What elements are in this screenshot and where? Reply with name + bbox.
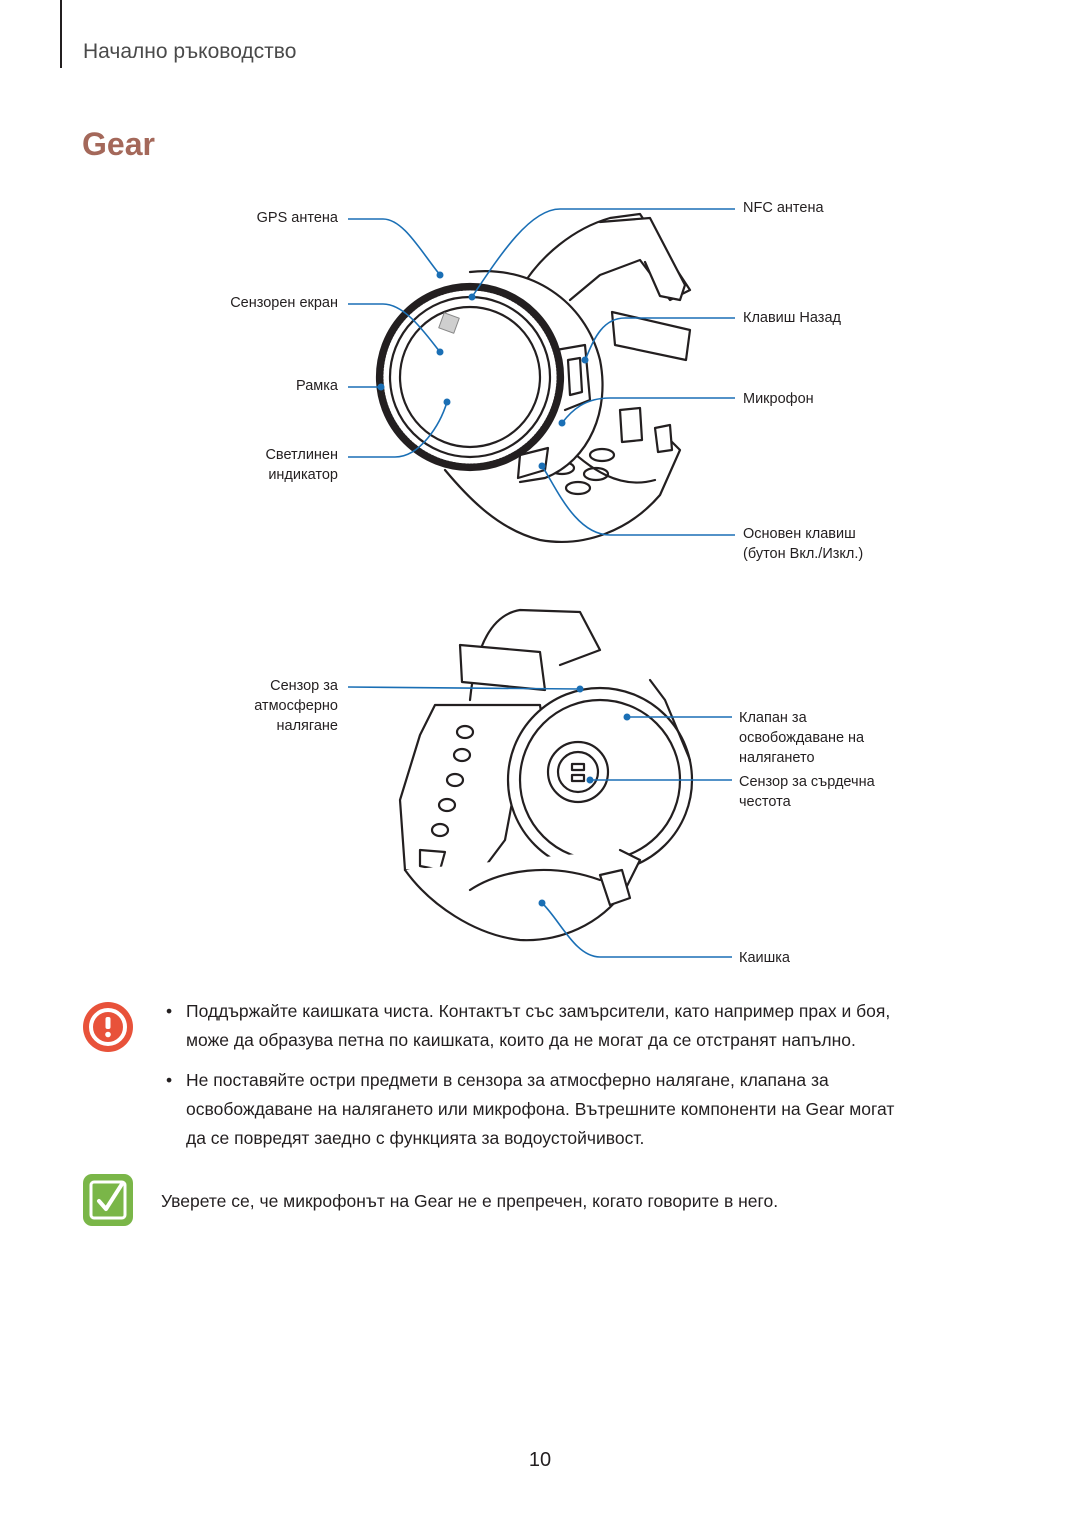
note-text: Уверете се, че микрофонът на Gear не е п… (161, 1191, 779, 1211)
caution-item-1-line2: може да образува петна по каишката, коит… (186, 1030, 856, 1050)
label-back-key: Клавиш Назад (743, 310, 841, 326)
callout-lines (347, 208, 735, 958)
exclamation-icon (82, 1001, 134, 1058)
caution-item-2: • Не поставяйте остри предмети в сензора… (166, 1066, 986, 1153)
label-microphone: Микрофон (743, 391, 814, 407)
page-number: 10 (528, 1449, 552, 1471)
label-light-indicator-line1: Светлинен (265, 447, 338, 463)
label-home-key-line1: Основен клавиш (743, 526, 856, 542)
caution-item-2-line3: да се повредят заедно с функцията за вод… (186, 1128, 645, 1148)
label-pressure-vent-line2: освобождаване на (739, 730, 865, 746)
label-light-indicator: Светлинен индикатор (265, 445, 338, 485)
label-heart-rate-sensor-line1: Сензор за сърдечна (739, 774, 875, 790)
label-touchscreen: Сензорен екран (230, 295, 338, 311)
bullet: • (166, 1001, 173, 1021)
label-pressure-sensor-line1: Сензор за (270, 678, 338, 694)
label-heart-rate-sensor-line2: честота (739, 794, 791, 810)
caution-item-1: • Поддържайте каишката чиста. Контактът … (166, 997, 986, 1055)
watch-back-drawing (398, 608, 694, 942)
caution-item-1-line1: Поддържайте каишката чиста. Контактът съ… (186, 1001, 891, 1021)
label-home-key-line2: (бутон Вкл./Изкл.) (743, 546, 864, 562)
label-nfc-antenna: NFC антена (743, 200, 824, 216)
label-pressure-sensor-line3: налягане (276, 718, 339, 734)
label-bezel: Рамка (296, 378, 338, 394)
watch-illustration (347, 208, 735, 958)
chapter-title: Начално ръководство (83, 40, 297, 63)
pencil-note-icon (82, 1173, 134, 1232)
label-pressure-vent-line3: налягането (739, 750, 815, 766)
label-home-key: Основен клавиш (бутон Вкл./Изкл.) (743, 524, 863, 564)
label-heart-rate-sensor: Сензор за сърдечна честота (739, 772, 875, 812)
label-pressure-sensor: Сензор за атмосферно налягане (254, 676, 338, 736)
caution-item-2-line2: освобождаване на налягането или микрофон… (186, 1099, 895, 1119)
label-strap: Каишка (739, 950, 790, 966)
label-pressure-sensor-line2: атмосферно (254, 698, 338, 714)
callout-dots (377, 271, 631, 907)
label-pressure-vent-line1: Клапан за (739, 710, 807, 726)
caution-item-2-line1: Не поставяйте остри предмети в сензора з… (186, 1070, 829, 1090)
bullet: • (166, 1070, 173, 1090)
label-light-indicator-line2: индикатор (268, 467, 338, 483)
watch-front-drawing (375, 212, 692, 543)
label-gps-antenna: GPS антена (256, 210, 338, 226)
section-title: Gear (82, 126, 155, 162)
header-rule (60, 0, 62, 68)
label-pressure-vent: Клапан за освобождаване на налягането (739, 708, 864, 768)
